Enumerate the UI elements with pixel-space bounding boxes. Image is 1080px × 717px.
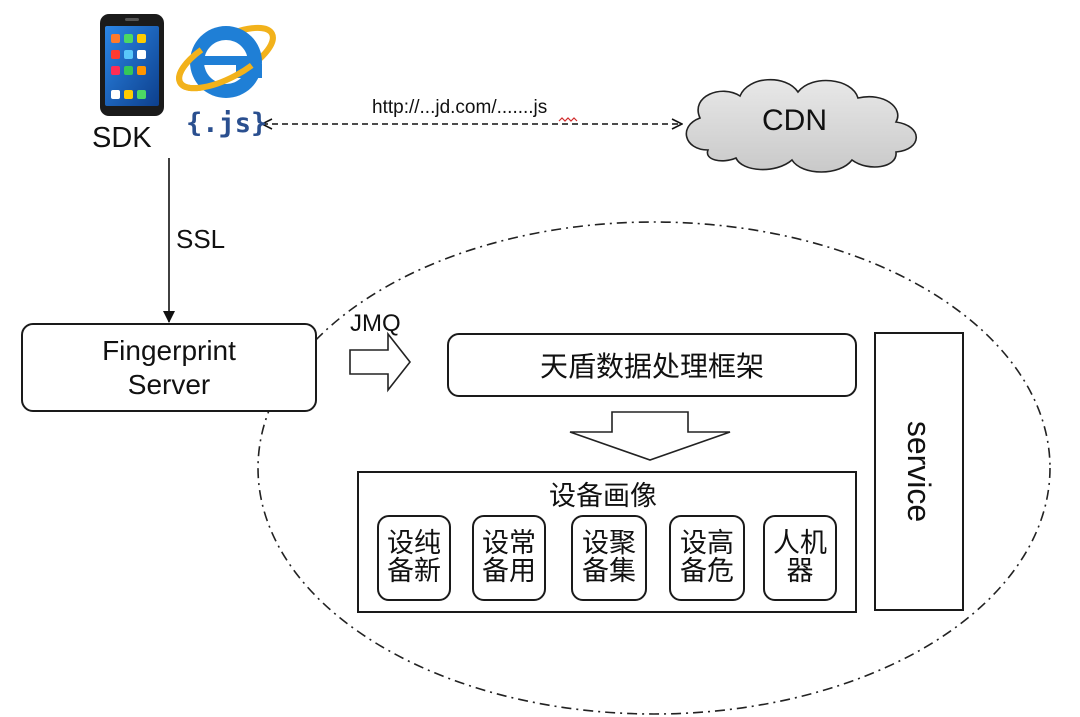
internet-explorer-icon: [176, 24, 276, 98]
ssl-label: SSL: [176, 224, 226, 254]
module-line1: 设常: [482, 527, 536, 559]
spellcheck-squiggle: [558, 117, 578, 122]
service-box: service: [874, 332, 964, 611]
framework-label: 天盾数据处理框架: [539, 350, 764, 383]
fingerprint-server-line1: Fingerprint: [102, 334, 236, 366]
module-line2: 备危: [680, 556, 734, 587]
module-bot-detection: 人机 器: [763, 515, 837, 601]
fingerprint-server-line2: Server: [127, 368, 211, 400]
smartphone-icon: [100, 14, 164, 116]
module-line1: 设纯: [387, 527, 441, 559]
module-line1: 设高: [680, 527, 734, 559]
module-line2: 备集: [582, 556, 636, 587]
module-line2: 器: [786, 556, 814, 587]
cdn-label: CDN: [762, 104, 827, 137]
device-profile-box: 设备画像 设纯 备新 设常 备用 设聚 备集 设高 备危 人机 器: [357, 471, 857, 613]
sdk-label: SDK: [92, 122, 152, 154]
module-common-device: 设常 备用: [472, 515, 546, 601]
module-line1: 设聚: [582, 527, 636, 559]
module-line1: 人机: [773, 527, 827, 559]
fingerprint-server-box: Fingerprint Server: [21, 323, 317, 412]
module-pure-new-device: 设纯 备新: [377, 515, 451, 601]
js-label: {.js}: [186, 108, 268, 139]
jmq-label: JMQ: [350, 310, 401, 337]
module-line2: 备新: [387, 556, 441, 587]
jmq-arrow-icon: [349, 331, 412, 393]
data-processing-framework-box: 天盾数据处理框架: [447, 333, 857, 397]
service-boundary-ellipse: [257, 221, 1051, 715]
module-clustered-device: 设聚 备集: [571, 515, 647, 601]
device-profile-title: 设备画像: [549, 481, 657, 512]
service-label: service: [901, 420, 938, 523]
cdn-url-label: http://...jd.com/.......js: [372, 97, 548, 118]
module-high-risk-device: 设高 备危: [669, 515, 745, 601]
cloud-icon: [685, 78, 917, 173]
module-line2: 备用: [482, 556, 536, 587]
framework-down-arrow-icon: [569, 411, 731, 461]
